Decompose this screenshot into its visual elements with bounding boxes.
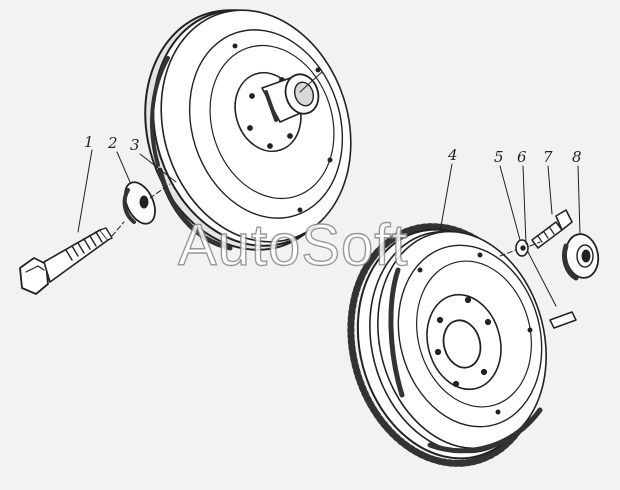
callout-1: 1 — [84, 133, 94, 151]
callout-5: 5 — [494, 148, 504, 166]
callout-6: 6 — [517, 148, 527, 166]
watermark: AutoSoft — [177, 212, 409, 278]
washer — [122, 181, 156, 225]
callout-2: 2 — [108, 134, 118, 152]
small-washer — [515, 239, 529, 257]
bolt — [19, 227, 113, 295]
callout-7: 7 — [543, 148, 553, 166]
callout-8: 8 — [572, 148, 582, 166]
flywheel-hub — [426, 293, 502, 391]
bearing — [561, 233, 600, 281]
leader-lines — [77, 149, 581, 245]
callout-4: 4 — [448, 146, 458, 164]
callout-3: 3 — [130, 136, 140, 154]
small-bolt — [531, 209, 573, 249]
pin — [527, 251, 577, 329]
hub-shaft — [261, 71, 323, 123]
